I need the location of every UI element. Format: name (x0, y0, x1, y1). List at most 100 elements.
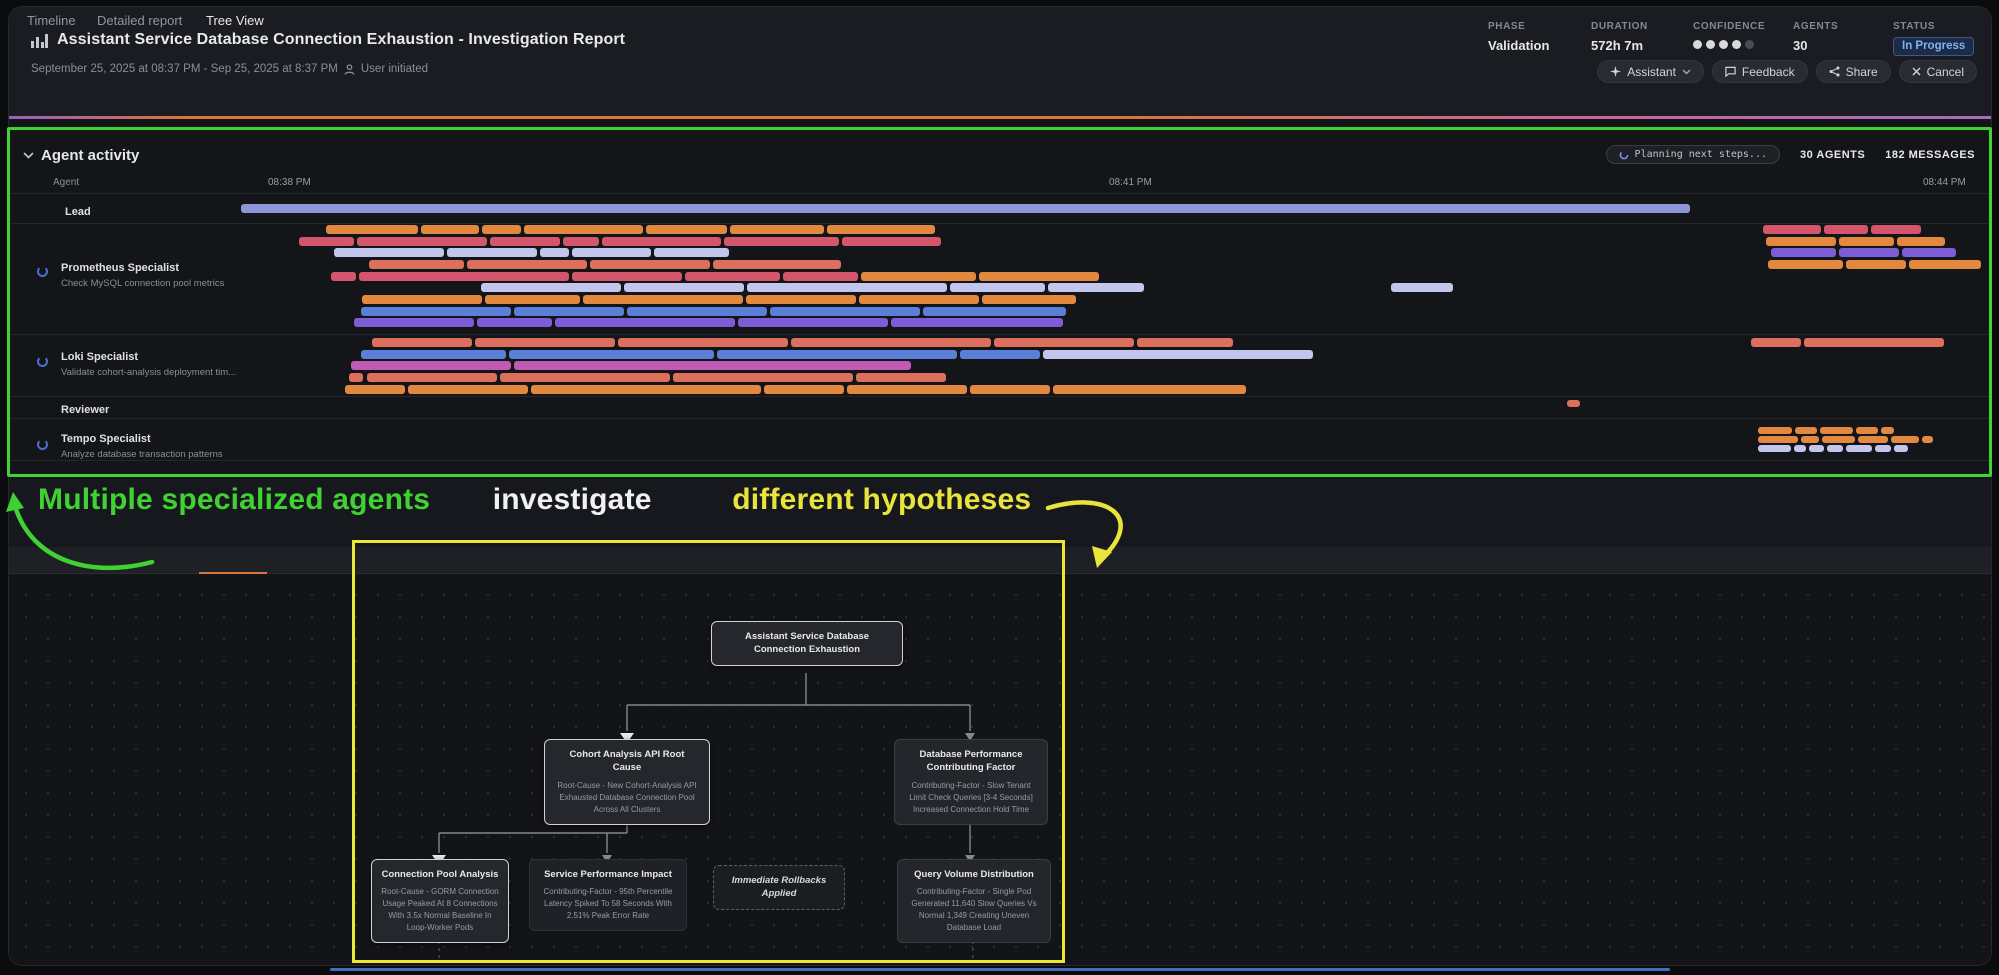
gantt-bar-segment[interactable] (950, 283, 1045, 292)
gantt-bar-segment[interactable] (738, 318, 888, 327)
tree-node[interactable]: Immediate Rollbacks Applied (713, 865, 845, 910)
gantt-bar-segment[interactable] (1794, 445, 1806, 452)
gantt-bar-segment[interactable] (1567, 400, 1580, 407)
gantt-bar-segment[interactable] (673, 373, 853, 382)
agent-row-lead[interactable]: Lead (17, 206, 247, 218)
gantt-bar-segment[interactable] (747, 283, 947, 292)
gantt-bar-segment[interactable] (345, 385, 405, 394)
gantt-bar-segment[interactable] (572, 248, 651, 257)
gantt-bar-segment[interactable] (349, 373, 363, 382)
cancel-button[interactable]: Cancel (1898, 60, 1977, 83)
tab-timeline[interactable]: Timeline (27, 13, 76, 28)
gantt-bar-segment[interactable] (572, 272, 682, 281)
tab-detailed-report[interactable]: Detailed report (97, 13, 183, 28)
gantt-bar-segment[interactable] (509, 350, 714, 359)
gantt-bar-segment[interactable] (746, 295, 856, 304)
agent-row-tempo[interactable]: Tempo Specialist Analyze database transa… (17, 433, 247, 460)
gantt-bar-segment[interactable] (408, 385, 528, 394)
gantt-bar-segment[interactable] (490, 237, 560, 246)
gantt-bar-segment[interactable] (475, 338, 615, 347)
gantt-bar-segment[interactable] (485, 295, 580, 304)
gantt-bar-segment[interactable] (1922, 436, 1933, 443)
gantt-bar-segment[interactable] (1839, 248, 1899, 257)
gantt-bar-segment[interactable] (467, 260, 587, 269)
gantt-bar-segment[interactable] (1846, 260, 1906, 269)
gantt-bar-segment[interactable] (590, 260, 710, 269)
gantt-bar-segment[interactable] (982, 295, 1076, 304)
gantt-bar-segment[interactable] (1053, 385, 1246, 394)
gantt-bar-segment[interactable] (326, 225, 418, 234)
gantt-bar-segment[interactable] (514, 307, 624, 316)
gantt-bar-segment[interactable] (717, 350, 957, 359)
gantt-bar-segment[interactable] (730, 225, 824, 234)
gantt-bar-segment[interactable] (1822, 436, 1855, 443)
gantt-bar-segment[interactable] (827, 225, 935, 234)
gantt-bar-segment[interactable] (1758, 445, 1791, 452)
gantt-bar-segment[interactable] (362, 295, 482, 304)
gantt-bar-segment[interactable] (685, 272, 780, 281)
gantt-bar-segment[interactable] (354, 318, 474, 327)
gantt-bar-segment[interactable] (482, 225, 521, 234)
gantt-bar-segment[interactable] (514, 361, 911, 370)
gantt-bar-segment[interactable] (1804, 338, 1944, 347)
gantt-bar-segment[interactable] (654, 248, 729, 257)
gantt-bar-segment[interactable] (891, 318, 1063, 327)
tab-tree-view[interactable]: Tree View (206, 13, 264, 28)
gantt-bar-segment[interactable] (357, 237, 487, 246)
gantt-bar-segment[interactable] (842, 237, 941, 246)
gantt-bar-segment[interactable] (421, 225, 479, 234)
gantt-bar-segment[interactable] (764, 385, 844, 394)
gantt-bar-segment[interactable] (859, 295, 979, 304)
gantt-bar-segment[interactable] (1048, 283, 1144, 292)
gantt-bar-segment[interactable] (618, 338, 788, 347)
gantt-bar-segment[interactable] (724, 237, 839, 246)
gantt-bar-segment[interactable] (477, 318, 552, 327)
gantt-bar-segment[interactable] (331, 272, 356, 281)
gantt-bar-segment[interactable] (1758, 427, 1792, 434)
agent-row-loki[interactable]: Loki Specialist Validate cohort-analysis… (17, 351, 247, 378)
gantt-bar-segment[interactable] (713, 260, 841, 269)
gantt-bar-segment[interactable] (923, 307, 1066, 316)
gantt-bar-segment[interactable] (646, 225, 727, 234)
gantt-bar-segment[interactable] (960, 350, 1040, 359)
gantt-bar-segment[interactable] (299, 237, 354, 246)
gantt-bar-segment[interactable] (979, 272, 1099, 281)
gantt-bar-segment[interactable] (602, 237, 721, 246)
agent-row-reviewer[interactable]: Reviewer (17, 404, 247, 416)
gantt-bar-segment[interactable] (359, 272, 569, 281)
gantt-bar-segment[interactable] (1871, 225, 1921, 234)
feedback-button[interactable]: Feedback (1711, 60, 1808, 83)
gantt-bar-segment[interactable] (1795, 427, 1817, 434)
gantt-bar-segment[interactable] (361, 350, 506, 359)
gantt-bar-segment[interactable] (1824, 225, 1868, 234)
gantt-bar-segment[interactable] (1858, 436, 1888, 443)
gantt-bar-segment[interactable] (861, 272, 976, 281)
gantt-bar-segment[interactable] (994, 338, 1134, 347)
tree-node[interactable]: Assistant Service Database Connection Ex… (711, 621, 903, 666)
gantt-bar-segment[interactable] (1875, 445, 1891, 452)
gantt-bar-segment[interactable] (627, 307, 767, 316)
gantt-bar-segment[interactable] (847, 385, 967, 394)
agent-row-prometheus[interactable]: Prometheus Specialist Check MySQL connec… (17, 262, 247, 289)
gantt-bar-segment[interactable] (791, 338, 991, 347)
gantt-bar-segment[interactable] (500, 373, 670, 382)
gantt-bar-segment[interactable] (1846, 445, 1872, 452)
gantt-bar-segment[interactable] (1881, 427, 1894, 434)
gantt-bar-segment[interactable] (1894, 445, 1908, 452)
gantt-bar-segment[interactable] (1891, 436, 1919, 443)
gantt-bar-segment[interactable] (481, 283, 621, 292)
gantt-bar-segment[interactable] (540, 248, 569, 257)
gantt-bar-segment[interactable] (1902, 248, 1956, 257)
gantt-bar-segment[interactable] (1839, 237, 1894, 246)
gantt-bar-segment[interactable] (524, 225, 643, 234)
gantt-bar-segment[interactable] (447, 248, 537, 257)
gantt-bar-segment[interactable] (1768, 260, 1843, 269)
gantt-bar-segment[interactable] (369, 260, 464, 269)
gantt-bar-segment[interactable] (563, 237, 599, 246)
gantt-bar-segment[interactable] (1766, 237, 1836, 246)
gantt-bar-segment[interactable] (1043, 350, 1313, 359)
